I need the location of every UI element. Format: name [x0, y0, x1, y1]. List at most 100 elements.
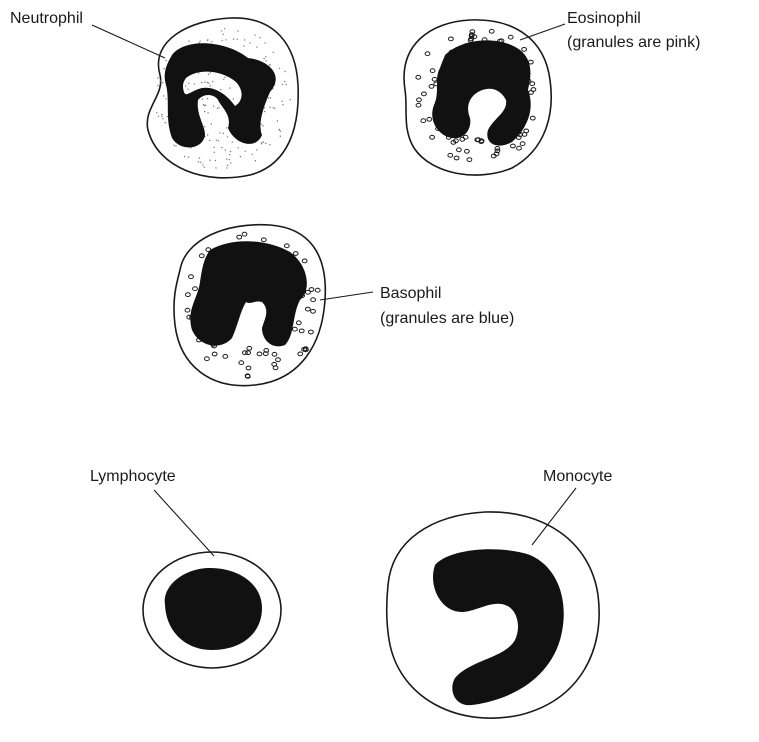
- stipple-dot: [229, 159, 230, 160]
- stipple-dot: [273, 107, 274, 108]
- stipple-dot: [230, 151, 231, 152]
- stipple-dot: [201, 82, 202, 83]
- stipple-dot: [284, 71, 285, 72]
- stipple-dot: [157, 77, 158, 78]
- stipple-dot: [252, 154, 253, 155]
- stipple-dot: [221, 147, 222, 148]
- stipple-dot: [233, 98, 234, 99]
- stipple-dot: [264, 42, 265, 43]
- stipple-dot: [261, 142, 262, 143]
- stipple-dot: [232, 141, 233, 142]
- stipple-dot: [185, 85, 186, 86]
- stipple-dot: [280, 131, 281, 132]
- stipple-dot: [190, 147, 191, 148]
- stipple-dot: [160, 80, 161, 81]
- neutrophil-label: Neutrophil: [10, 10, 83, 27]
- stipple-dot: [223, 34, 224, 35]
- stipple-dot: [226, 167, 227, 168]
- stipple-dot: [226, 158, 227, 159]
- stipple-dot: [210, 85, 211, 86]
- stipple-dot: [207, 98, 208, 99]
- stipple-dot: [273, 52, 274, 53]
- stipple-dot: [233, 38, 234, 39]
- stipple-dot: [261, 124, 262, 125]
- stipple-dot: [163, 95, 164, 96]
- stipple-dot: [199, 40, 200, 41]
- stipple-dot: [217, 108, 218, 109]
- basophil-leader-line: [320, 292, 373, 300]
- lymphocyte-leader-line: [154, 490, 214, 556]
- stipple-dot: [254, 34, 255, 35]
- stipple-dot: [211, 123, 212, 124]
- stipple-dot: [207, 82, 208, 83]
- stipple-dot: [256, 46, 257, 47]
- stipple-dot: [224, 28, 225, 29]
- lymphocyte-label: Lymphocyte: [90, 468, 176, 485]
- stipple-dot: [230, 162, 231, 163]
- stipple-dot: [161, 116, 162, 117]
- stipple-dot: [259, 37, 260, 38]
- stipple-dot: [204, 81, 205, 82]
- stipple-dot: [204, 167, 205, 168]
- stipple-dot: [269, 107, 270, 108]
- stipple-dot: [277, 120, 278, 121]
- stipple-dot: [204, 105, 205, 106]
- stipple-dot: [202, 164, 203, 165]
- stipple-dot: [237, 30, 238, 31]
- eosinophil-label-note: (granules are pink): [567, 34, 700, 51]
- stipple-dot: [205, 105, 206, 106]
- stipple-dot: [162, 82, 163, 83]
- neutrophil-cell: Neutrophil: [10, 10, 298, 178]
- stipple-dot: [270, 97, 271, 98]
- stipple-dot: [215, 167, 216, 168]
- stipple-dot: [265, 60, 266, 61]
- basophil-label-note: (granules are blue): [380, 310, 514, 327]
- stipple-dot: [263, 58, 264, 59]
- stipple-dot: [188, 156, 189, 157]
- stipple-dot: [227, 136, 228, 137]
- stipple-dot: [249, 42, 250, 43]
- stipple-dot: [281, 101, 282, 102]
- stipple-dot: [265, 56, 266, 57]
- stipple-dot: [214, 152, 215, 153]
- stipple-dot: [237, 39, 238, 40]
- stipple-dot: [207, 40, 208, 41]
- stipple-dot: [216, 140, 217, 141]
- stipple-dot: [220, 89, 221, 90]
- stipple-dot: [165, 98, 166, 99]
- eosinophil-cell: Eosinophil (granules are pink): [404, 10, 700, 175]
- stipple-dot: [223, 79, 224, 80]
- stipple-dot: [264, 111, 265, 112]
- stipple-dot: [223, 133, 224, 134]
- stipple-dot: [198, 72, 199, 73]
- lymphocyte-nucleus: [165, 568, 262, 650]
- stipple-dot: [269, 64, 270, 65]
- stipple-dot: [229, 87, 230, 88]
- monocyte-label: Monocyte: [543, 468, 612, 485]
- stipple-dot: [194, 83, 195, 84]
- stipple-dot: [218, 107, 219, 108]
- stipple-dot: [214, 147, 215, 148]
- stipple-dot: [256, 149, 257, 150]
- stipple-dot: [240, 156, 241, 157]
- stipple-dot: [158, 116, 159, 117]
- stipple-dot: [265, 143, 266, 144]
- stipple-dot: [188, 83, 189, 84]
- stipple-dot: [204, 126, 205, 127]
- stipple-dot: [165, 122, 166, 123]
- stipple-dot: [282, 84, 283, 85]
- stipple-dot: [207, 112, 208, 113]
- stipple-dot: [173, 145, 174, 146]
- lymphocyte-cell: Lymphocyte: [90, 468, 281, 668]
- stipple-dot: [156, 112, 157, 113]
- stipple-dot: [164, 68, 165, 69]
- monocyte-cell: Monocyte: [387, 468, 613, 718]
- stipple-dot: [279, 68, 280, 69]
- eosinophil-label: Eosinophil: [567, 10, 641, 27]
- stipple-dot: [213, 106, 214, 107]
- stipple-dot: [238, 147, 239, 148]
- stipple-dot: [212, 81, 213, 82]
- stipple-dot: [184, 156, 185, 157]
- stipple-dot: [200, 162, 201, 163]
- stipple-dot: [211, 41, 212, 42]
